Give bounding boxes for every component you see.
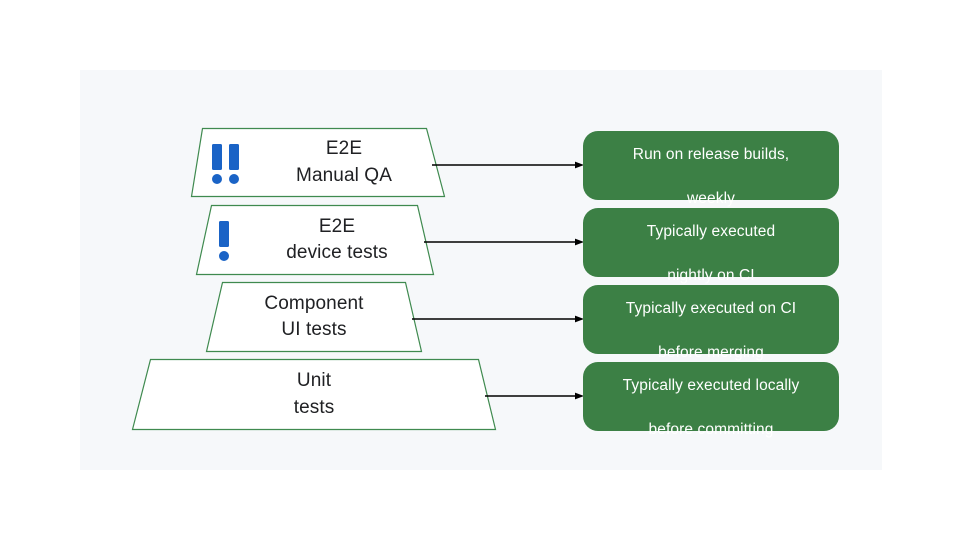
warning-bangs-2 xyxy=(212,144,239,184)
note-line2: nightly on CI xyxy=(667,266,755,284)
note-text: Typically executed locally before commit… xyxy=(623,353,800,441)
trapezoid-shape xyxy=(195,204,435,276)
warning-bang-icon xyxy=(229,144,239,184)
note-line2: before merging xyxy=(658,343,764,361)
pyramid-level-component-ui-tests[interactable]: Component UI tests xyxy=(205,281,423,353)
connector-arrow-1 xyxy=(432,159,585,171)
note-text: Typically executed nightly on CI xyxy=(647,199,775,287)
note-line2: before committing xyxy=(648,420,774,438)
connector-arrow-4 xyxy=(485,390,585,402)
connector-arrow-2 xyxy=(424,236,585,248)
trapezoid-shape xyxy=(205,281,423,353)
note-line1: Typically executed locally xyxy=(622,376,800,394)
note-manual-qa[interactable]: Run on release builds, weekly xyxy=(583,131,839,207)
note-line1: Typically executed xyxy=(646,222,776,240)
note-component-ui[interactable]: Typically executed on CI before merging xyxy=(583,285,839,361)
note-line1: Run on release builds, xyxy=(632,145,790,163)
pyramid-level-e2e-manual-qa[interactable]: E2E Manual QA xyxy=(190,127,446,198)
note-text: Typically executed on CI before merging xyxy=(626,276,796,364)
warning-bang-icon xyxy=(212,144,222,184)
pyramid-level-e2e-device-tests[interactable]: E2E device tests xyxy=(195,204,435,276)
connector-arrow-3 xyxy=(412,313,585,325)
note-text: Run on release builds, weekly xyxy=(633,122,789,210)
trapezoid-shape xyxy=(190,127,446,198)
note-device-tests[interactable]: Typically executed nightly on CI xyxy=(583,208,839,284)
pyramid-level-unit-tests[interactable]: Unit tests xyxy=(131,358,497,431)
note-line2: weekly xyxy=(687,189,735,207)
note-line1: Typically executed on CI xyxy=(625,299,797,317)
warning-bangs-1 xyxy=(219,221,229,261)
trapezoid-shape xyxy=(131,358,497,431)
warning-bang-icon xyxy=(219,221,229,261)
note-unit-tests[interactable]: Typically executed locally before commit… xyxy=(583,362,839,438)
